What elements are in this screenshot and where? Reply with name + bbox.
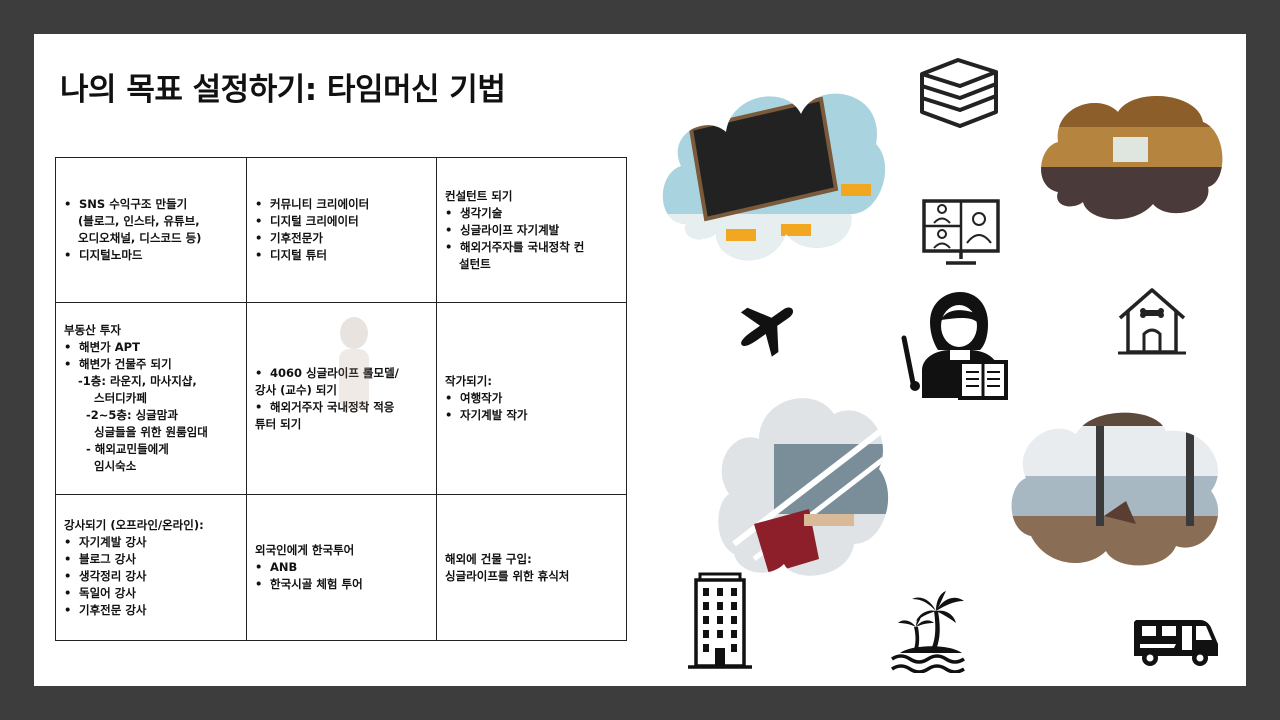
cell-line: 오디오채널, 디스코드 등) — [78, 231, 202, 245]
cell-line: 싱글들을 위한 원룸임대 — [94, 425, 208, 439]
cell-line: 기후전문가 — [255, 230, 428, 247]
cell-line: 생각기술 — [445, 205, 618, 222]
cell-line: 해변가 건물주 되기 — [64, 356, 238, 373]
palm-island-icon — [891, 591, 965, 673]
cell-line: 독일어 강사 — [64, 585, 238, 602]
grid-cell: 커뮤니티 크리에이터디지털 크리에이터기후전문가디지털 튜터 — [246, 157, 437, 303]
cell-line: 커뮤니티 크리에이터 — [255, 196, 428, 213]
cell-line: 싱글라이프 자기계발 — [445, 222, 618, 239]
cell-line: 여행작가 — [445, 390, 618, 407]
cell-line: -1층: 라운지, 마사지샵, — [78, 374, 197, 388]
cell-line: 부동산 투자 — [64, 323, 121, 337]
video-call-icon — [922, 199, 1000, 265]
grid-cell: 부동산 투자해변가 APT해변가 건물주 되기-1층: 라운지, 마사지샵, 스터… — [55, 302, 247, 495]
cell-line: 강사되기 (오프라인/온라인): — [64, 517, 204, 532]
teacher-icon — [901, 292, 1008, 400]
cell-line: 4060 싱글라이프 롤모델/ — [255, 365, 428, 382]
grid-cell: 작가되기: 여행작가자기계발 작가 — [436, 302, 627, 495]
ship-deck-cloud — [718, 398, 889, 576]
cell-line: 싱글라이프를 위한 휴식처 — [445, 568, 570, 583]
goal-grid: SNS 수익구조 만들기(블로그, 인스타, 유튜브, 오디오채널, 디스코드 등… — [55, 157, 627, 641]
cell-line: -2~5층: 싱글맘과 — [86, 408, 178, 422]
cell-line: 기후전문 강사 — [64, 602, 238, 619]
cell-line: SNS 수익구조 만들기 — [64, 196, 238, 213]
house-icon — [1118, 288, 1186, 355]
lecture-hall-cloud — [1041, 95, 1223, 220]
cell-line: 디지털 튜터 — [255, 247, 428, 264]
cell-line: 외국인에게 한국투어 — [255, 543, 355, 557]
terrace-sea-cloud — [1011, 412, 1219, 566]
building-icon — [688, 572, 752, 669]
camper-van-icon — [1134, 620, 1218, 666]
cell-line: 자기계발 강사 — [64, 534, 238, 551]
cell-line: 작가되기: — [445, 374, 492, 388]
grid-cell: 컨설턴트 되기생각기술싱글라이프 자기계발해외거주자를 국내정착 컨설턴트 — [436, 157, 627, 303]
cell-line: 설턴트 — [459, 256, 491, 271]
cell-line: 해외거주자를 국내정착 컨 — [445, 239, 618, 256]
cell-line: 자기계발 작가 — [445, 407, 618, 424]
cell-line: 생각정리 강사 — [64, 568, 238, 585]
cell-line: (블로그, 인스타, 유튜브, — [78, 214, 200, 228]
grid-cell: SNS 수익구조 만들기(블로그, 인스타, 유튜브, 오디오채널, 디스코드 등… — [55, 157, 247, 303]
cell-line: 임시숙소 — [94, 459, 137, 473]
cell-line: 해외거주자 국내정착 적응 — [255, 399, 428, 416]
cell-line: 해외에 건물 구입: — [445, 551, 532, 566]
cell-line: 스터디카페 — [94, 391, 147, 405]
cell-line: 해변가 APT — [64, 339, 238, 356]
grid-cell: 강사되기 (오프라인/온라인): 자기계발 강사블로그 강사생각정리 강사독일어 … — [55, 494, 247, 641]
cell-line: 튜터 되기 — [255, 416, 302, 431]
cell-line: 한국시골 체험 투어 — [255, 576, 428, 593]
grid-cell: 외국인에게 한국투어 ANB한국시골 체험 투어 — [246, 494, 437, 641]
grid-cell: 해외에 건물 구입: 싱글라이프를 위한 휴식처 — [436, 494, 627, 641]
cell-line: ANB — [255, 559, 428, 576]
airplane-icon — [740, 307, 794, 357]
cell-line: 디지털노마드 — [64, 247, 238, 264]
page-title: 나의 목표 설정하기: 타임머신 기법 — [60, 72, 506, 108]
faded-person-image — [339, 317, 369, 409]
cell-line: 블로그 강사 — [64, 551, 238, 568]
slide: 나의 목표 설정하기: 타임머신 기법 SNS 수익구조 만들기(블로그, 인스… — [34, 34, 1246, 686]
cell-line: - 해외교민들에게 — [86, 442, 169, 456]
grid-cell: 4060 싱글라이프 롤모델/강사 (교수) 되기해외거주자 국내정착 적응튜터… — [246, 302, 437, 495]
cell-line: 컨설턴트 되기 — [445, 188, 513, 203]
cell-line: 디지털 크리에이터 — [255, 213, 428, 230]
books-icon — [920, 58, 998, 128]
classroom-blackboard-cloud — [662, 93, 886, 261]
cell-line: 강사 (교수) 되기 — [255, 382, 337, 397]
